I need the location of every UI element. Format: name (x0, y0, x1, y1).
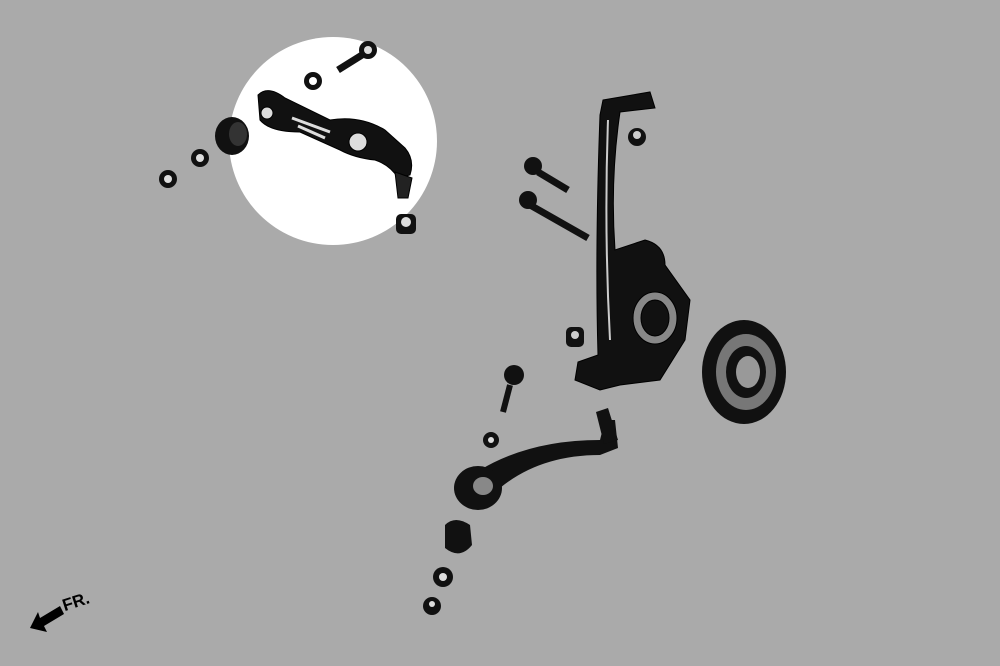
nut (423, 597, 441, 615)
nut (396, 214, 416, 234)
nut (628, 128, 646, 146)
upper-control-arm (257, 90, 413, 199)
nut (159, 170, 177, 188)
bolt (524, 157, 570, 194)
washer (191, 149, 209, 167)
upper-arm-bushing (215, 117, 249, 155)
steering-knuckle (574, 91, 691, 391)
wheel-hub-bearing (702, 320, 786, 424)
bolt (500, 365, 524, 413)
nut (566, 327, 584, 347)
lower-control-arm (454, 408, 618, 510)
front-direction-arrow-icon (30, 606, 64, 632)
washer (433, 567, 453, 587)
bolt (519, 191, 590, 242)
washer (483, 432, 499, 448)
bolt (336, 41, 377, 73)
lower-arm-bushing (445, 520, 472, 554)
washer (304, 72, 322, 90)
